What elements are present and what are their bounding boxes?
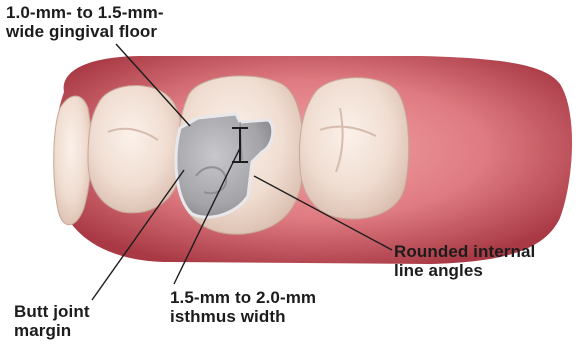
rounded-angles-label-line-2: line angles: [394, 261, 535, 280]
gingival-floor-label: 1.0-mm- to 1.5-mm- wide gingival floor: [6, 3, 164, 41]
rounded-angles-label-line-1: Rounded internal: [394, 242, 535, 261]
butt-joint-margin-label: Butt joint margin: [14, 302, 90, 340]
butt-joint-label-line-2: margin: [14, 321, 90, 340]
premolar-tooth: [88, 86, 183, 213]
butt-joint-label-line-1: Butt joint: [14, 302, 90, 321]
molar-tooth: [300, 78, 409, 219]
isthmus-label-line-2: isthmus width: [170, 307, 316, 326]
gingival-floor-label-line-2: wide gingival floor: [6, 22, 164, 41]
rounded-internal-line-angles-label: Rounded internal line angles: [394, 242, 535, 280]
isthmus-width-label: 1.5-mm to 2.0-mm isthmus width: [170, 288, 316, 326]
gingival-floor-label-line-1: 1.0-mm- to 1.5-mm-: [6, 3, 164, 22]
isthmus-label-line-1: 1.5-mm to 2.0-mm: [170, 288, 316, 307]
